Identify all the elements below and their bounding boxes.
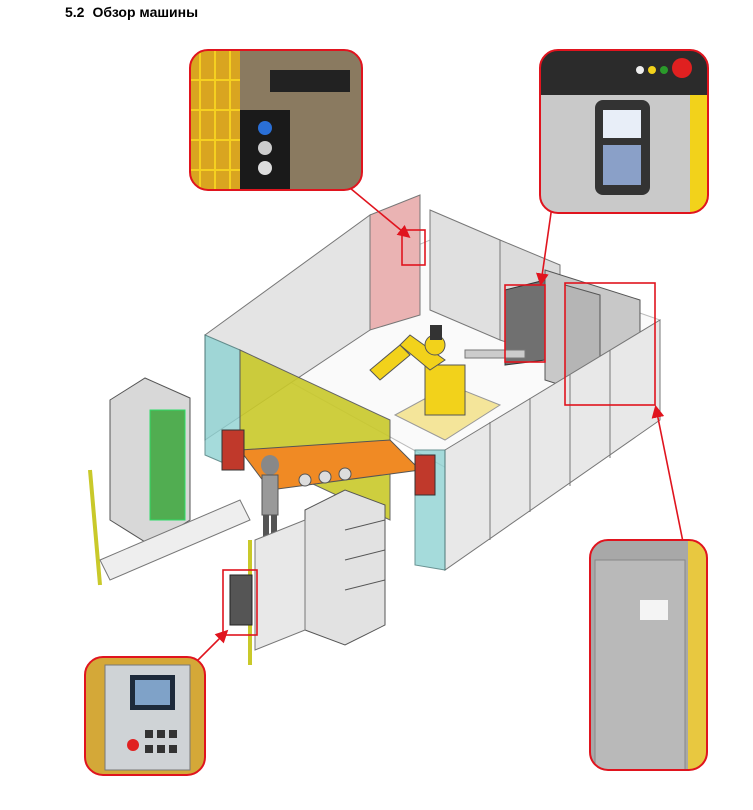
photo-door-lock xyxy=(189,49,363,191)
callout-arrows xyxy=(189,187,684,669)
robot xyxy=(369,325,526,441)
callout-highlights xyxy=(222,229,656,636)
section-heading: 5.2 Обзор машины xyxy=(65,4,198,20)
left-shelf-with-bins xyxy=(88,377,251,586)
photo-teach-pendant xyxy=(539,49,709,214)
photo-control-cabinet xyxy=(589,539,708,771)
front-shelf xyxy=(229,489,386,665)
section-number: 5.2 xyxy=(65,4,85,20)
photo-operator-panel xyxy=(84,656,206,776)
operator-station xyxy=(221,349,436,555)
section-title: Обзор машины xyxy=(92,4,199,20)
